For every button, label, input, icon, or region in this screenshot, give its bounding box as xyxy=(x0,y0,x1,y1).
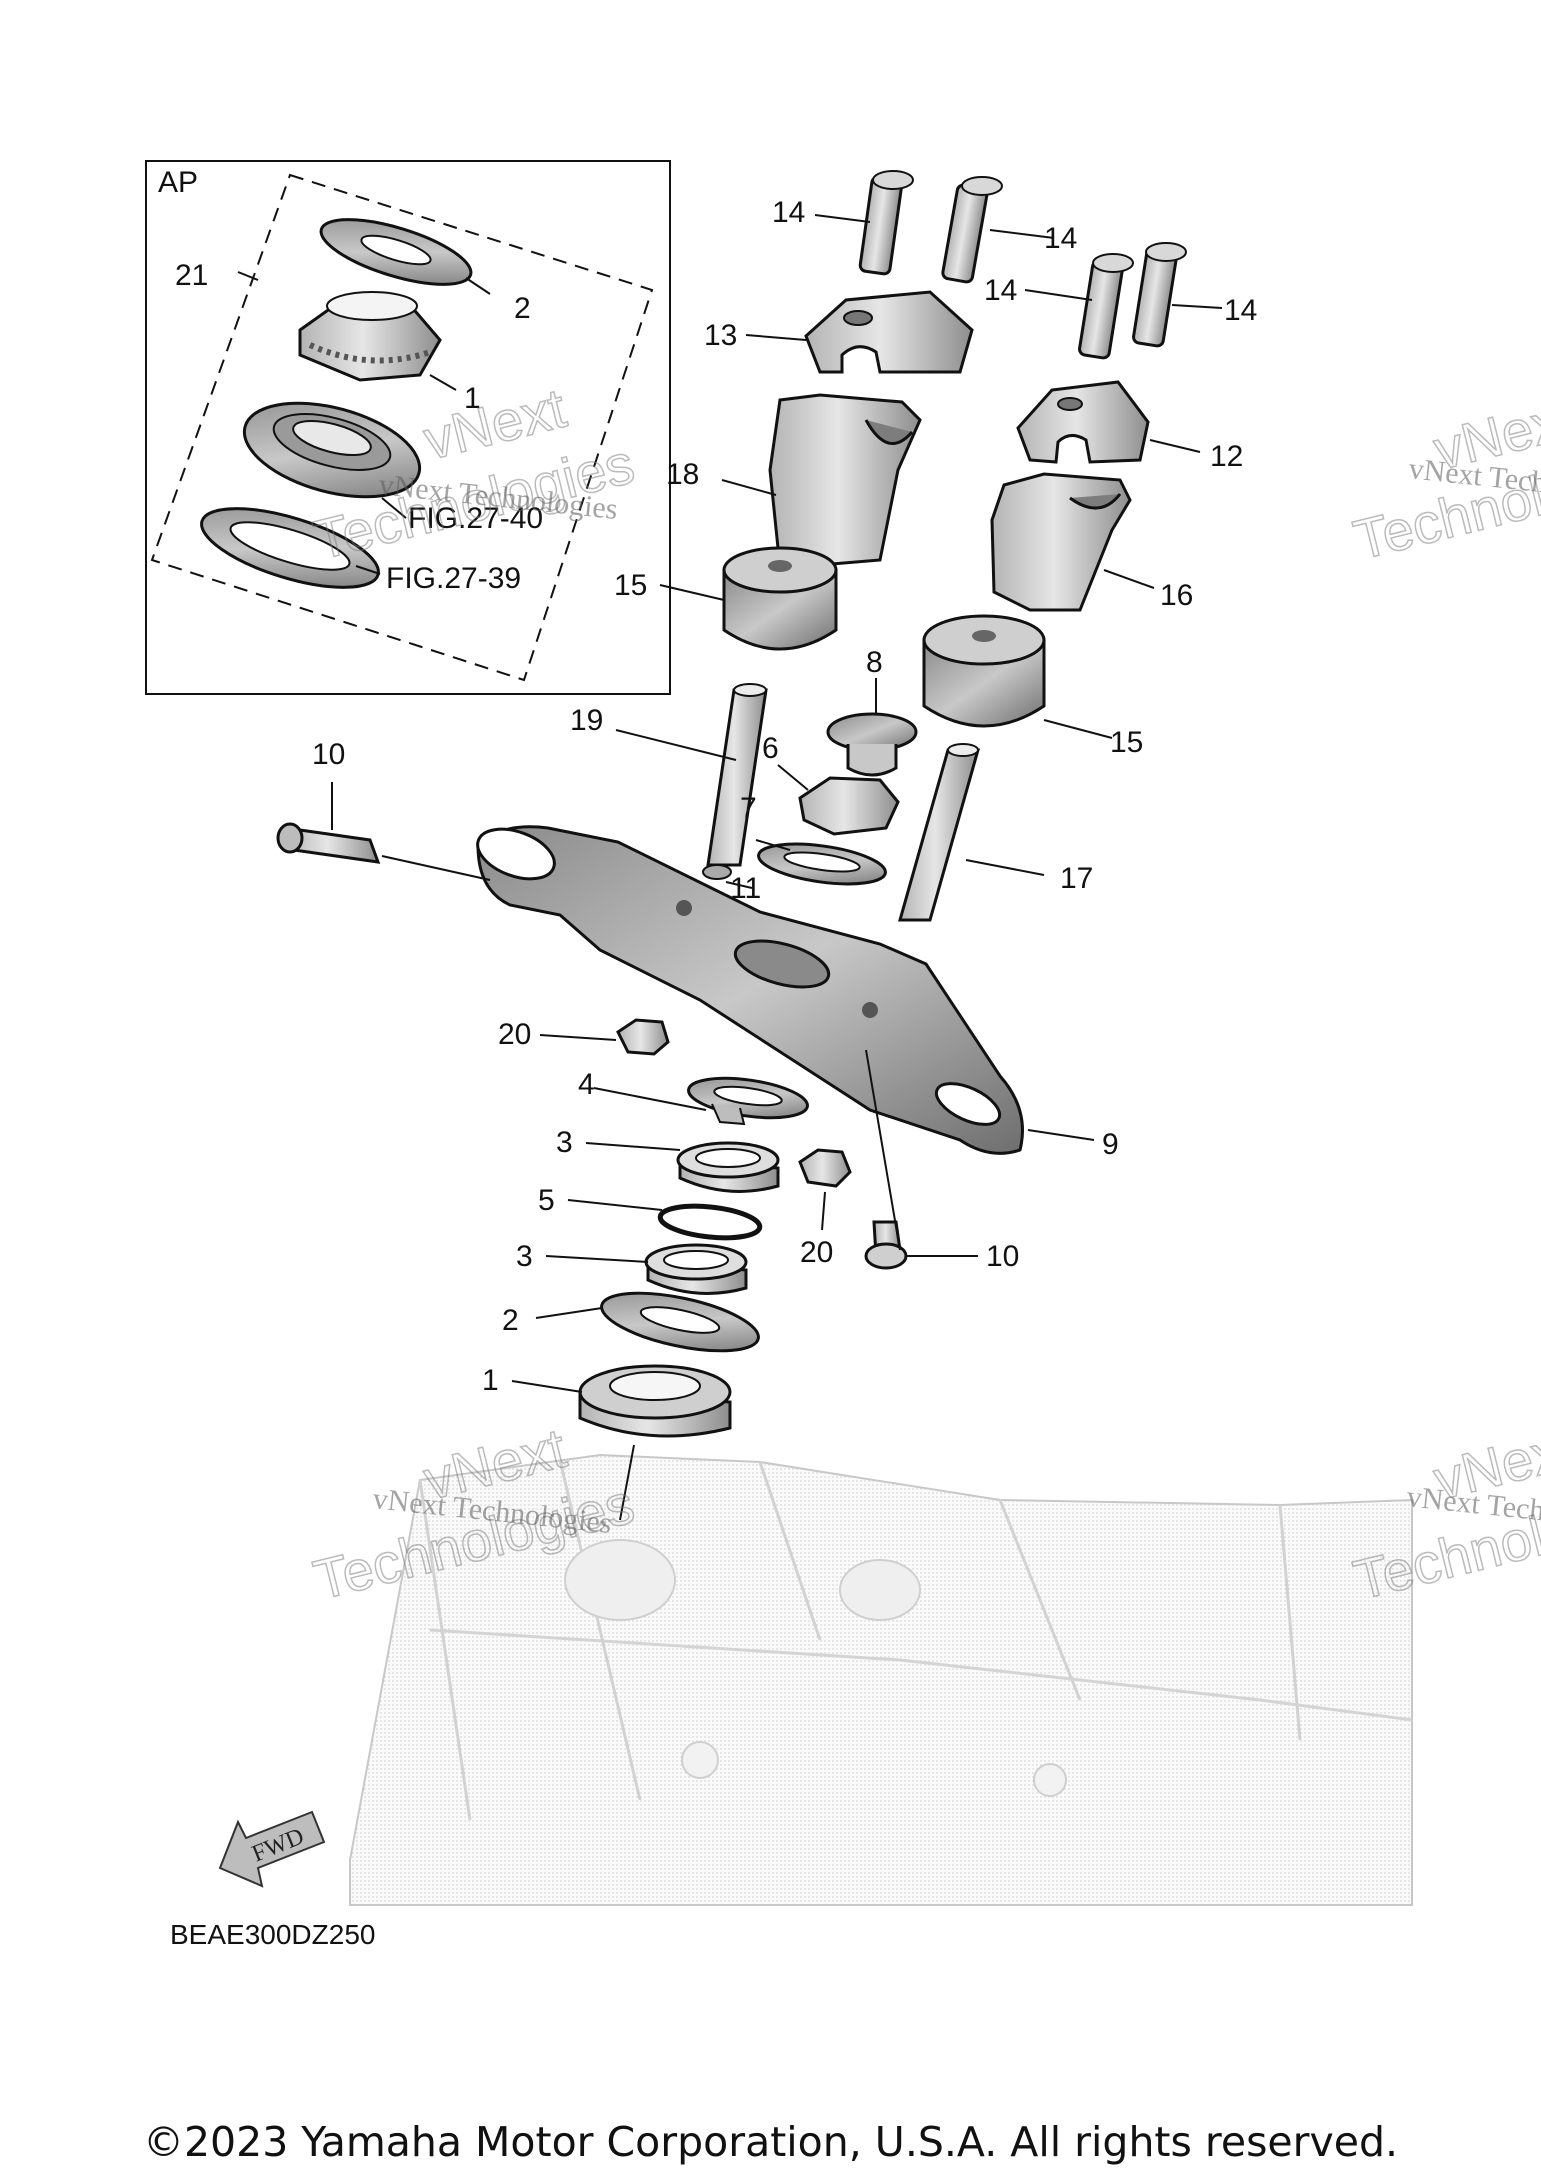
part-cap-bolt-8 xyxy=(826,712,918,777)
part-ap-bearing-race-lower xyxy=(200,507,380,589)
callout-17: 17 xyxy=(1060,862,1093,895)
leader-lines xyxy=(237,214,1223,1521)
diagram-code: BEAE300DZ250 xyxy=(170,1919,375,1950)
callout-14-c: 14 xyxy=(984,274,1017,307)
part-washer-11 xyxy=(702,864,732,880)
callout-18: 18 xyxy=(666,458,699,491)
callout-6: 6 xyxy=(762,732,779,765)
copyright-notice: ©2023 Yamaha Motor Corporation, U.S.A. A… xyxy=(142,2118,1399,2166)
callout-fig-27-40: FIG.27-40 xyxy=(408,502,543,535)
callout-20-b: 20 xyxy=(800,1236,833,1269)
callout-2: 2 xyxy=(502,1304,519,1337)
callout-1: 1 xyxy=(482,1364,499,1397)
part-nut-6 xyxy=(798,776,900,836)
callout-12: 12 xyxy=(1210,440,1243,473)
callout-16: 16 xyxy=(1160,579,1193,612)
frame-body xyxy=(349,1453,1413,1906)
part-bolt-14-a xyxy=(858,170,914,276)
part-collar-17 xyxy=(898,743,980,922)
part-damper-15-b xyxy=(922,614,1046,728)
callout-14-a: 14 xyxy=(772,196,805,229)
callout-11: 11 xyxy=(730,872,761,905)
callout-14-b: 14 xyxy=(1044,222,1077,255)
callout-21: 21 xyxy=(175,259,208,292)
callout-9: 9 xyxy=(1102,1128,1119,1161)
callout-labels: 1 2 21 FIG.27-40 FIG.27-39 14 14 14 14 1… xyxy=(175,196,1257,1397)
part-bolt-14-c xyxy=(1078,253,1134,360)
callout-10-b: 10 xyxy=(986,1240,1019,1273)
fwd-arrow-icon: FWD xyxy=(218,1810,326,1888)
callout-15-b: 15 xyxy=(1110,726,1143,759)
callout-3-b: 3 xyxy=(516,1240,533,1273)
callout-13: 13 xyxy=(704,319,737,352)
part-nut-20-a xyxy=(616,1018,670,1056)
part-upper-clamp-13 xyxy=(804,290,974,374)
callout-2-ap: 2 xyxy=(514,292,531,325)
part-ap-bearing xyxy=(298,291,442,382)
callout-5: 5 xyxy=(538,1184,555,1217)
part-handlebar-riser-16 xyxy=(990,472,1132,612)
callout-8: 8 xyxy=(866,646,883,679)
part-washer-7 xyxy=(757,842,887,886)
callout-15-a: 15 xyxy=(614,569,647,602)
part-handlebar-riser-18 xyxy=(768,393,922,567)
part-nut-20-b xyxy=(798,1148,852,1188)
callout-fig-27-39: FIG.27-39 xyxy=(386,562,521,595)
part-upper-bracket-9 xyxy=(476,825,1024,1155)
part-ring-nut-3-b xyxy=(644,1243,748,1295)
callout-14-d: 14 xyxy=(1224,294,1257,327)
part-collar-19 xyxy=(706,683,768,867)
callout-4: 4 xyxy=(578,1068,595,1101)
part-bolt-14-d xyxy=(1132,242,1187,348)
ap-kit-box: AP xyxy=(145,160,671,695)
part-upper-clamp-12 xyxy=(1016,380,1150,464)
part-ring-nut-3-a xyxy=(676,1141,780,1193)
part-bolt-10-a xyxy=(276,822,381,864)
part-lock-washer-4 xyxy=(687,1076,809,1126)
part-bolt-14-b xyxy=(941,176,1003,284)
part-ap-washer xyxy=(319,218,473,286)
callout-10-a: 10 xyxy=(312,738,345,771)
callout-7: 7 xyxy=(740,792,757,825)
part-bolt-10-b xyxy=(864,1220,908,1270)
watermark-upper-left: vNext Technologies vNext Technologies xyxy=(307,375,641,572)
part-damper-15-a xyxy=(722,546,838,651)
watermark-upper-right: vNext Technologies vNext Technologies xyxy=(1347,385,1541,572)
part-washer-5 xyxy=(657,1203,763,1241)
ap-box-label: AP xyxy=(158,166,198,199)
part-washer-2 xyxy=(600,1291,760,1353)
callout-19: 19 xyxy=(570,704,603,737)
callout-1-ap: 1 xyxy=(464,382,481,415)
callout-20-a: 20 xyxy=(498,1018,531,1051)
part-bearing-1 xyxy=(578,1364,732,1438)
part-ap-bearing-race-upper xyxy=(242,401,422,499)
callout-3-a: 3 xyxy=(556,1126,573,1159)
